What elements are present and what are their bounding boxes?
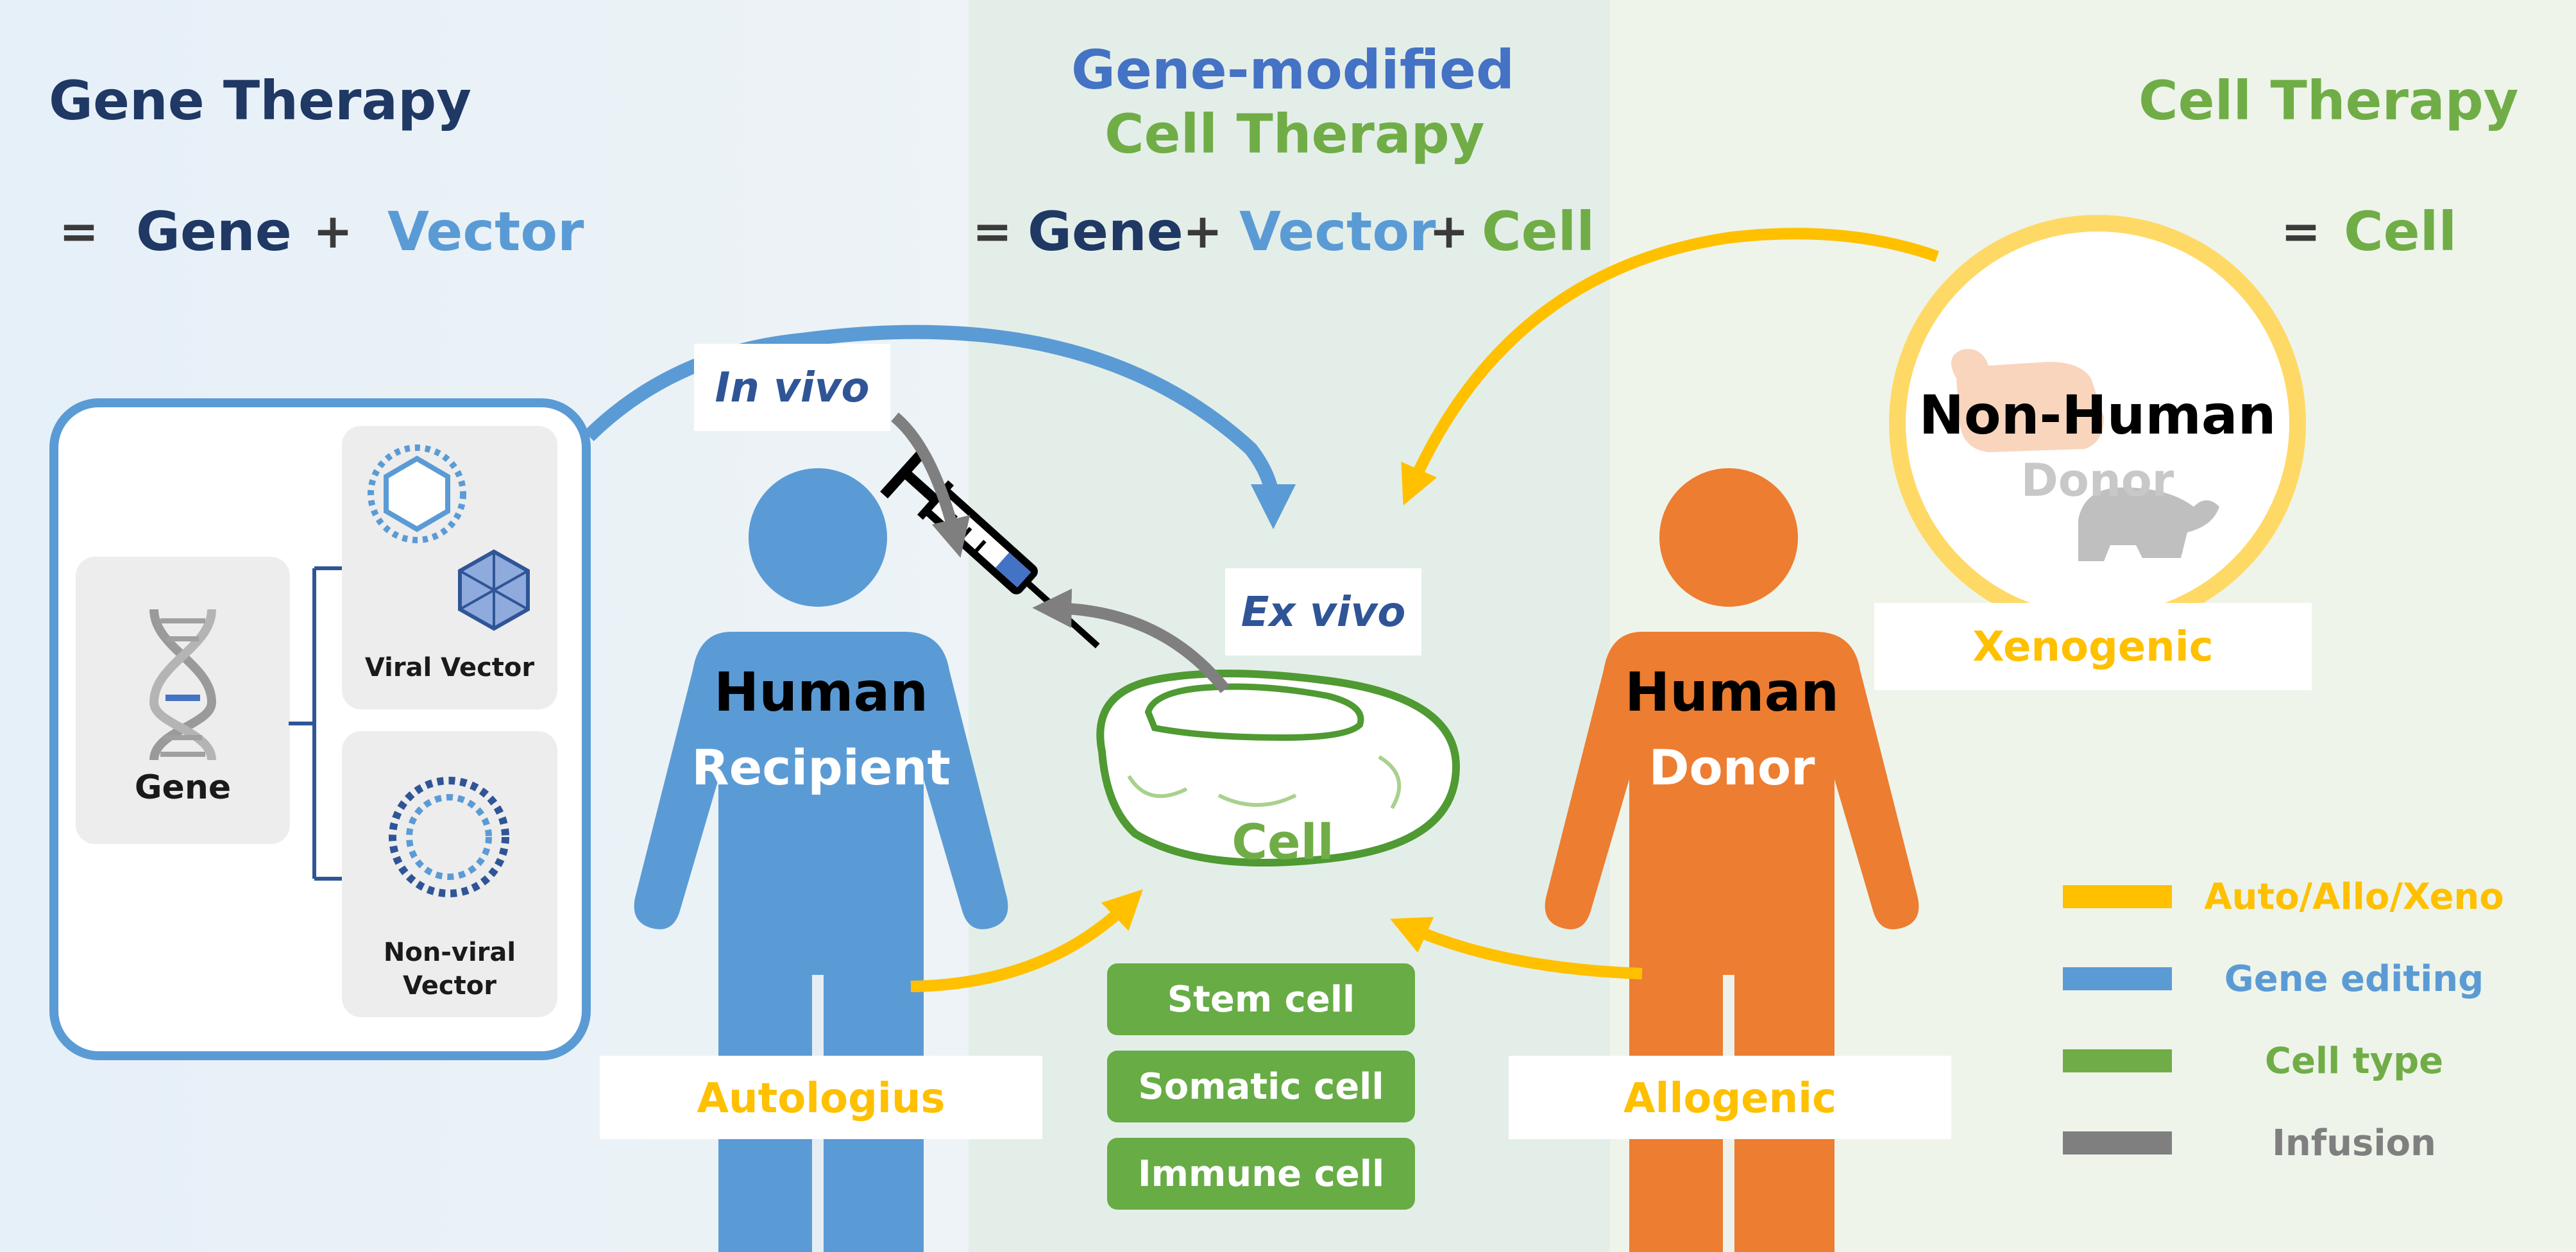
gene-therapy-plus: + — [313, 204, 353, 259]
donor-title: Human — [1624, 661, 1840, 723]
recipient-title: Human — [713, 661, 929, 723]
allogenic-arrow — [1390, 917, 1643, 979]
legend-label-auto-allo-xeno: Auto/Allo/Xeno — [2204, 876, 2504, 918]
ex-vivo-box — [1225, 568, 1421, 656]
cell-drawing — [1096, 670, 1461, 867]
recipient-subtitle: Recipient — [691, 739, 951, 796]
ex-vivo-label: Ex vivo — [1241, 589, 1406, 636]
in-vivo-box — [694, 344, 890, 431]
gene-therapy-gene: Gene — [136, 200, 292, 263]
cell-type-box-stem — [1107, 963, 1415, 1035]
legend-swatch-infusion — [2063, 1131, 2172, 1155]
cell-type-somatic-label: Somatic cell — [1138, 1066, 1384, 1108]
in-vivo-infusion-arrow — [891, 412, 970, 558]
cell-therapy-cell: Cell — [2344, 200, 2457, 263]
non-human-label: Non-Human — [1919, 384, 2276, 446]
non-viral-vector-icon — [389, 777, 509, 897]
legend-swatch-cell-type — [2063, 1049, 2172, 1072]
autologius-label: Autologius — [697, 1075, 945, 1122]
autologous-arrow — [910, 889, 1143, 992]
dna-icon — [149, 609, 217, 761]
cell-type-box-somatic — [1107, 1051, 1415, 1122]
legend-swatch-gene-editing — [2063, 967, 2172, 990]
gene-modified-plus1: + — [1183, 204, 1223, 259]
gene-modified-gene: Gene — [1028, 200, 1183, 263]
gene-modified-equals: = — [972, 204, 1013, 259]
in-vivo-gene-editing-arrow — [584, 325, 1296, 530]
allogenic-box — [1509, 1056, 1951, 1139]
cell-type-box-immune — [1107, 1138, 1415, 1210]
gene-modified-vector: Vector — [1239, 200, 1436, 263]
non-human-circle — [1889, 215, 2306, 632]
cell-type-stem-label: Stem cell — [1167, 979, 1355, 1020]
gene-therapy-equals: = — [59, 204, 99, 259]
vector-panel — [49, 398, 591, 1060]
legend-label-cell-type: Cell type — [2264, 1040, 2444, 1082]
non-human-donor-label: Donor — [2021, 454, 2174, 507]
gene-therapy-title: Gene Therapy — [49, 69, 471, 132]
in-vivo-label: In vivo — [715, 364, 870, 412]
autologius-box — [600, 1056, 1042, 1139]
cell-therapy-equals: = — [2281, 204, 2321, 259]
cell-label: Cell — [1232, 813, 1334, 870]
xeno-arrow — [1401, 228, 1940, 505]
ex-vivo-infusion-arrow — [1032, 588, 1230, 693]
cell-type-immune-label: Immune cell — [1137, 1153, 1385, 1195]
legend-label-gene-editing: Gene editing — [2224, 958, 2484, 1000]
non-viral-vector-label-line2: Vector — [403, 971, 496, 1001]
gene-modified-plus2: + — [1429, 204, 1470, 259]
legend-label-infusion: Infusion — [2272, 1122, 2436, 1164]
gene-label: Gene — [134, 768, 232, 807]
xenogenic-label: Xenogenic — [1972, 623, 2214, 671]
gene-modified-cell: Cell — [1482, 200, 1595, 263]
viral-vector-label: Viral Vector — [364, 653, 535, 682]
viral-vector-icon — [368, 444, 530, 631]
gene-modified-title-line1: Gene-modified — [1071, 38, 1515, 101]
allogenic-label: Allogenic — [1623, 1075, 1837, 1122]
cell-therapy-title: Cell Therapy — [2139, 69, 2519, 132]
donor-subtitle: Donor — [1648, 739, 1815, 796]
non-viral-vector-label-line1: Non-viral — [383, 938, 516, 967]
gene-modified-title-line2: Cell Therapy — [1105, 103, 1485, 165]
gene-therapy-vector: Vector — [387, 200, 584, 263]
legend-swatch-auto-allo-xeno — [2063, 885, 2172, 908]
xenogenic-box — [1874, 603, 2312, 690]
